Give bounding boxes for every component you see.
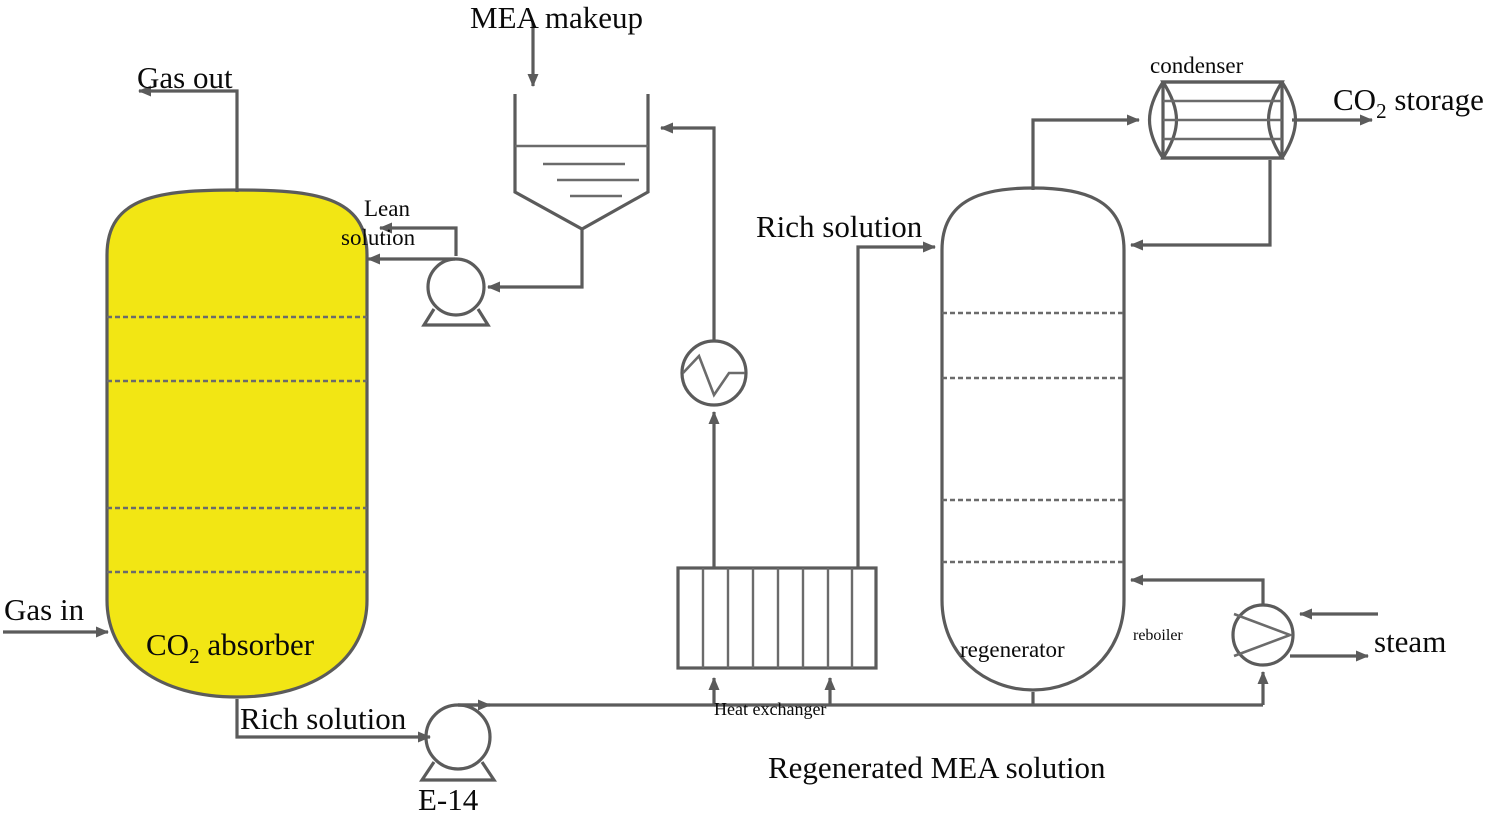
label-lean-solution-line1: Lean	[364, 196, 410, 221]
co2-storage-sub: 2	[1376, 99, 1387, 123]
svg-text:CO2 storage: CO2 storage	[1333, 82, 1484, 123]
label-gas-in: Gas in	[4, 592, 85, 627]
stream-gas-out[interactable]	[138, 85, 239, 192]
label-mea-makeup: MEA makeup	[470, 0, 643, 35]
label-gas-out: Gas out	[137, 60, 233, 95]
label-rich-solution-bottom: Rich solution	[240, 701, 407, 736]
cooler-unit[interactable]	[680, 339, 748, 568]
stream-reflux[interactable]	[1130, 160, 1272, 251]
stream-cooler-to-tank[interactable]	[660, 122, 716, 341]
absorber-vessel[interactable]	[105, 188, 369, 699]
rich-solution-pump[interactable]	[235, 677, 720, 782]
stream-regenerated-mea[interactable]	[714, 677, 1263, 707]
svg-text:CO2 absorber: CO2 absorber	[146, 627, 315, 668]
label-steam: steam	[1374, 624, 1446, 659]
label-condenser: condenser	[1150, 53, 1244, 78]
lean-solution-pump[interactable]	[379, 222, 491, 327]
heat-exchanger[interactable]	[676, 566, 878, 670]
mea-makeup-tank[interactable]	[487, 94, 650, 293]
label-pump-tag-e14: E-14	[418, 782, 479, 817]
stream-overhead-to-condenser[interactable]	[1031, 114, 1140, 190]
absorber-label-sub: 2	[189, 644, 200, 668]
label-rich-solution-top: Rich solution	[756, 209, 923, 244]
label-regenerated-mea: Regenerated MEA solution	[768, 750, 1106, 785]
regenerator-vessel[interactable]	[940, 186, 1126, 692]
absorber-label-main: CO	[146, 627, 189, 662]
label-heat-exchanger: Heat exchanger	[714, 699, 826, 719]
label-regenerator: regenerator	[960, 637, 1065, 662]
label-co2-absorber: CO2 absorber	[146, 627, 315, 668]
co2-storage-tail: storage	[1387, 82, 1484, 117]
stream-rich-to-regenerator[interactable]	[856, 241, 936, 568]
absorber-label-tail: absorber	[200, 627, 315, 662]
label-co2-storage: CO2 storage	[1333, 82, 1484, 123]
label-reboiler: reboiler	[1133, 627, 1183, 644]
stream-steam[interactable]	[1290, 608, 1378, 662]
condenser-unit[interactable]	[1147, 80, 1298, 160]
label-lean-solution-line2: solution	[341, 225, 416, 250]
co2-storage-main: CO	[1333, 82, 1376, 117]
reboiler-unit[interactable]	[1130, 574, 1295, 705]
